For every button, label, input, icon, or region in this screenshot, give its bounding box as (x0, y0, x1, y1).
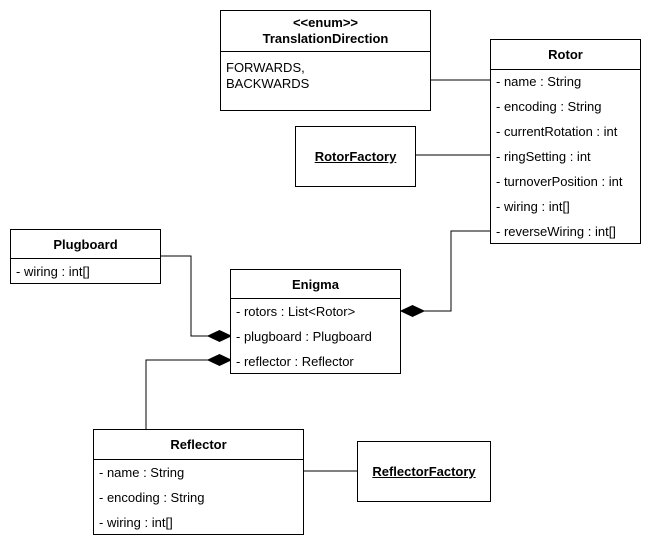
rotorfactory-name: RotorFactory (314, 149, 397, 164)
connector-rotor-enigma (424, 230, 491, 312)
connector-reflector-enigma (145, 359, 208, 430)
enigma-attribute: - plugboard : Plugboard (236, 329, 372, 344)
reflector-attribute: - encoding : String (99, 490, 205, 505)
reflector-attribute: - wiring : int[] (99, 515, 173, 530)
rotor-title: Rotor (491, 40, 640, 70)
reflectorfactory-class[interactable]: ReflectorFactory (357, 441, 491, 502)
rotor-attribute: - currentRotation : int (496, 124, 618, 139)
connector-plugboard-enigma (161, 255, 208, 337)
rotor-attribute: - name : String (496, 74, 582, 89)
plugboard-class[interactable]: Plugboard - wiring : int[] (10, 229, 161, 284)
rotor-class[interactable]: Rotor - name : String - encoding : Strin… (490, 39, 641, 244)
enigma-class[interactable]: Enigma - rotors : List<Rotor> - plugboar… (230, 269, 401, 374)
composition-diamond-plugboard (206, 329, 233, 343)
enigma-attribute: - reflector : Reflector (236, 354, 354, 369)
rotor-attribute: - ringSetting : int (496, 149, 591, 164)
translationdirection-class[interactable]: <<enum>> TranslationDirection FORWARDS, … (220, 10, 431, 111)
composition-diamond-reflector (206, 353, 233, 367)
enigma-attribute: - rotors : List<Rotor> (236, 304, 356, 319)
reflector-title: Reflector (94, 430, 303, 460)
translationdirection-name: TranslationDirection (262, 31, 389, 46)
plugboard-title: Plugboard (11, 230, 160, 259)
enum-value: FORWARDS, (226, 60, 305, 75)
rotorfactory-class[interactable]: RotorFactory (295, 126, 416, 187)
rotor-attribute: - turnoverPosition : int (496, 174, 623, 189)
reflector-attribute: - name : String (99, 465, 185, 480)
reflectorfactory-name: ReflectorFactory (372, 464, 476, 479)
enigma-title: Enigma (231, 270, 400, 299)
rotor-attribute: - wiring : int[] (496, 199, 570, 214)
enum-values: FORWARDS, BACKWARDS (221, 52, 430, 92)
enum-value: BACKWARDS (226, 76, 310, 91)
rotor-attribute: - reverseWiring : int[] (496, 224, 616, 239)
translationdirection-title: <<enum>> TranslationDirection (221, 11, 430, 52)
reflector-class[interactable]: Reflector - name : String - encoding : S… (93, 429, 304, 535)
composition-diamond-rotors (399, 304, 426, 318)
rotor-attribute: - encoding : String (496, 99, 602, 114)
enum-stereotype: <<enum>> (292, 15, 359, 30)
plugboard-attribute: - wiring : int[] (16, 264, 90, 279)
